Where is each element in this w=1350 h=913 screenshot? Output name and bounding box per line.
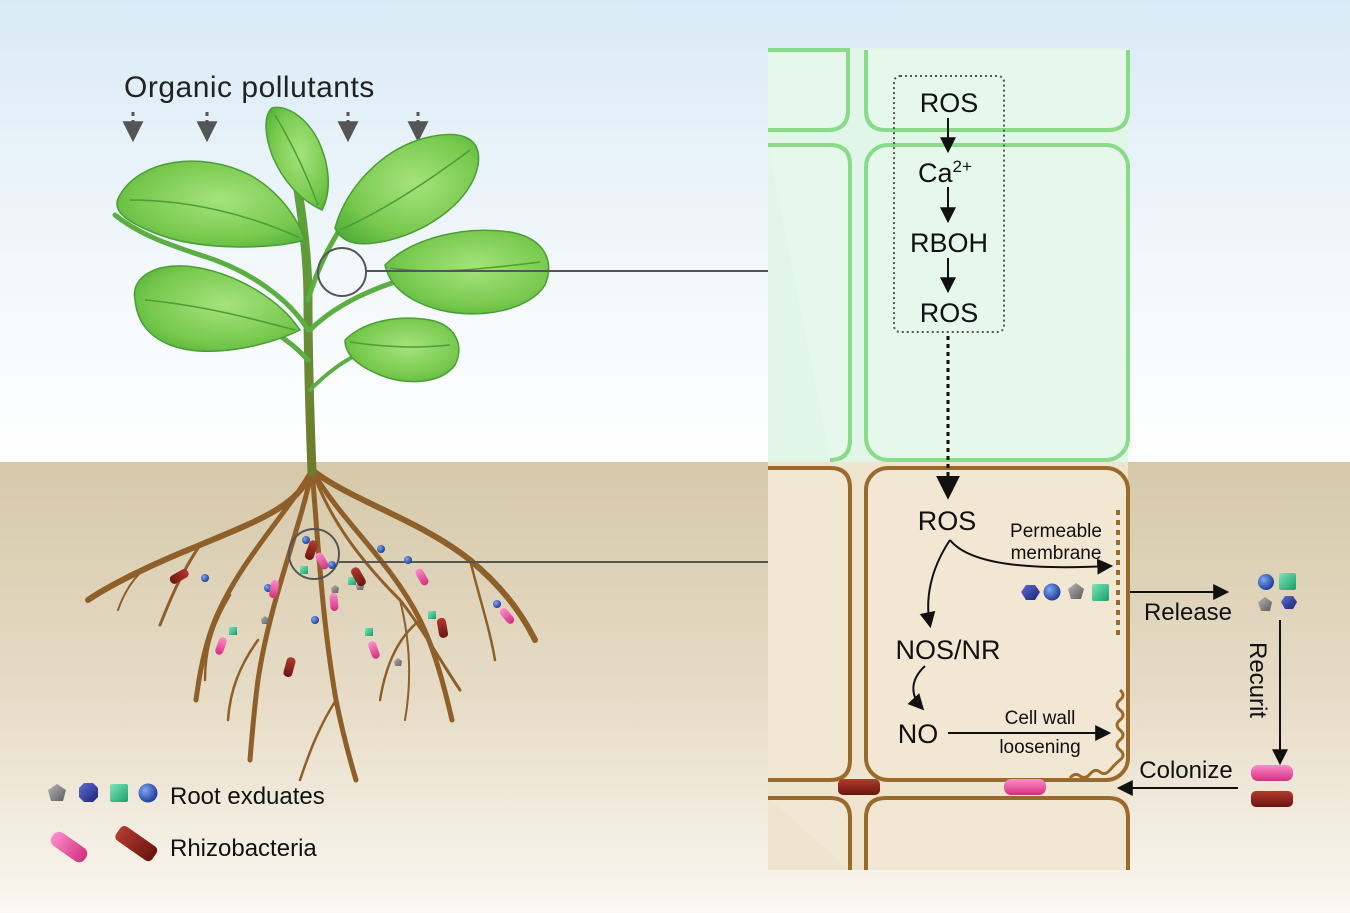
plant-leaves <box>116 106 550 383</box>
no-label: NO <box>898 719 939 749</box>
pink-bacterium-icon <box>50 831 88 863</box>
attached-red-bacterium <box>838 779 880 795</box>
title: Organic pollutants <box>124 71 375 104</box>
leaf-cells <box>768 48 1130 462</box>
recruited-red-bacterium <box>1251 791 1293 807</box>
zoom-circle-root <box>288 528 340 580</box>
step-ros-1: ROS <box>920 88 979 118</box>
arrow-ros-membrane <box>949 539 1114 575</box>
arrow-ros-nos <box>919 539 951 629</box>
arrow-nos-no <box>907 665 926 711</box>
root-zone-particles <box>169 536 515 678</box>
colonize-label: Colonize <box>1139 757 1232 784</box>
red-bacterium-icon <box>115 825 158 862</box>
recruit-label: Recurit <box>1244 642 1271 718</box>
step-ca: Ca2+ <box>918 157 972 188</box>
release-label: Release <box>1144 599 1232 626</box>
wall-label-1: Cell wall <box>1005 708 1076 729</box>
lower-ros: ROS <box>918 506 977 536</box>
root-cells <box>768 466 1130 870</box>
loosened-wall <box>1068 688 1125 780</box>
membrane-label-1: Permeable <box>1010 521 1102 542</box>
nos-nr-label: NOS/NR <box>895 635 1000 665</box>
square-icon <box>110 784 128 802</box>
legend-exudates-label: Root exduates <box>170 783 325 810</box>
cell-exudates <box>1021 583 1109 601</box>
wall-label-2: loosening <box>999 737 1080 758</box>
released-exudates <box>1258 573 1297 611</box>
membrane-label-2: membrane <box>1011 543 1102 564</box>
legend: Root exduates Rhizobacteria <box>48 783 325 863</box>
leaf-veins <box>129 114 541 348</box>
plant-roots <box>85 467 538 783</box>
attached-pink-bacterium <box>1004 779 1046 795</box>
sphere-icon <box>138 783 158 803</box>
pentagon-icon <box>48 784 66 801</box>
hexagon-icon <box>79 783 98 802</box>
step-rboh: RBOH <box>910 228 988 258</box>
recruited-pink-bacterium <box>1251 765 1293 781</box>
step-ros-2: ROS <box>920 298 979 328</box>
legend-bacteria-label: Rhizobacteria <box>170 835 317 862</box>
